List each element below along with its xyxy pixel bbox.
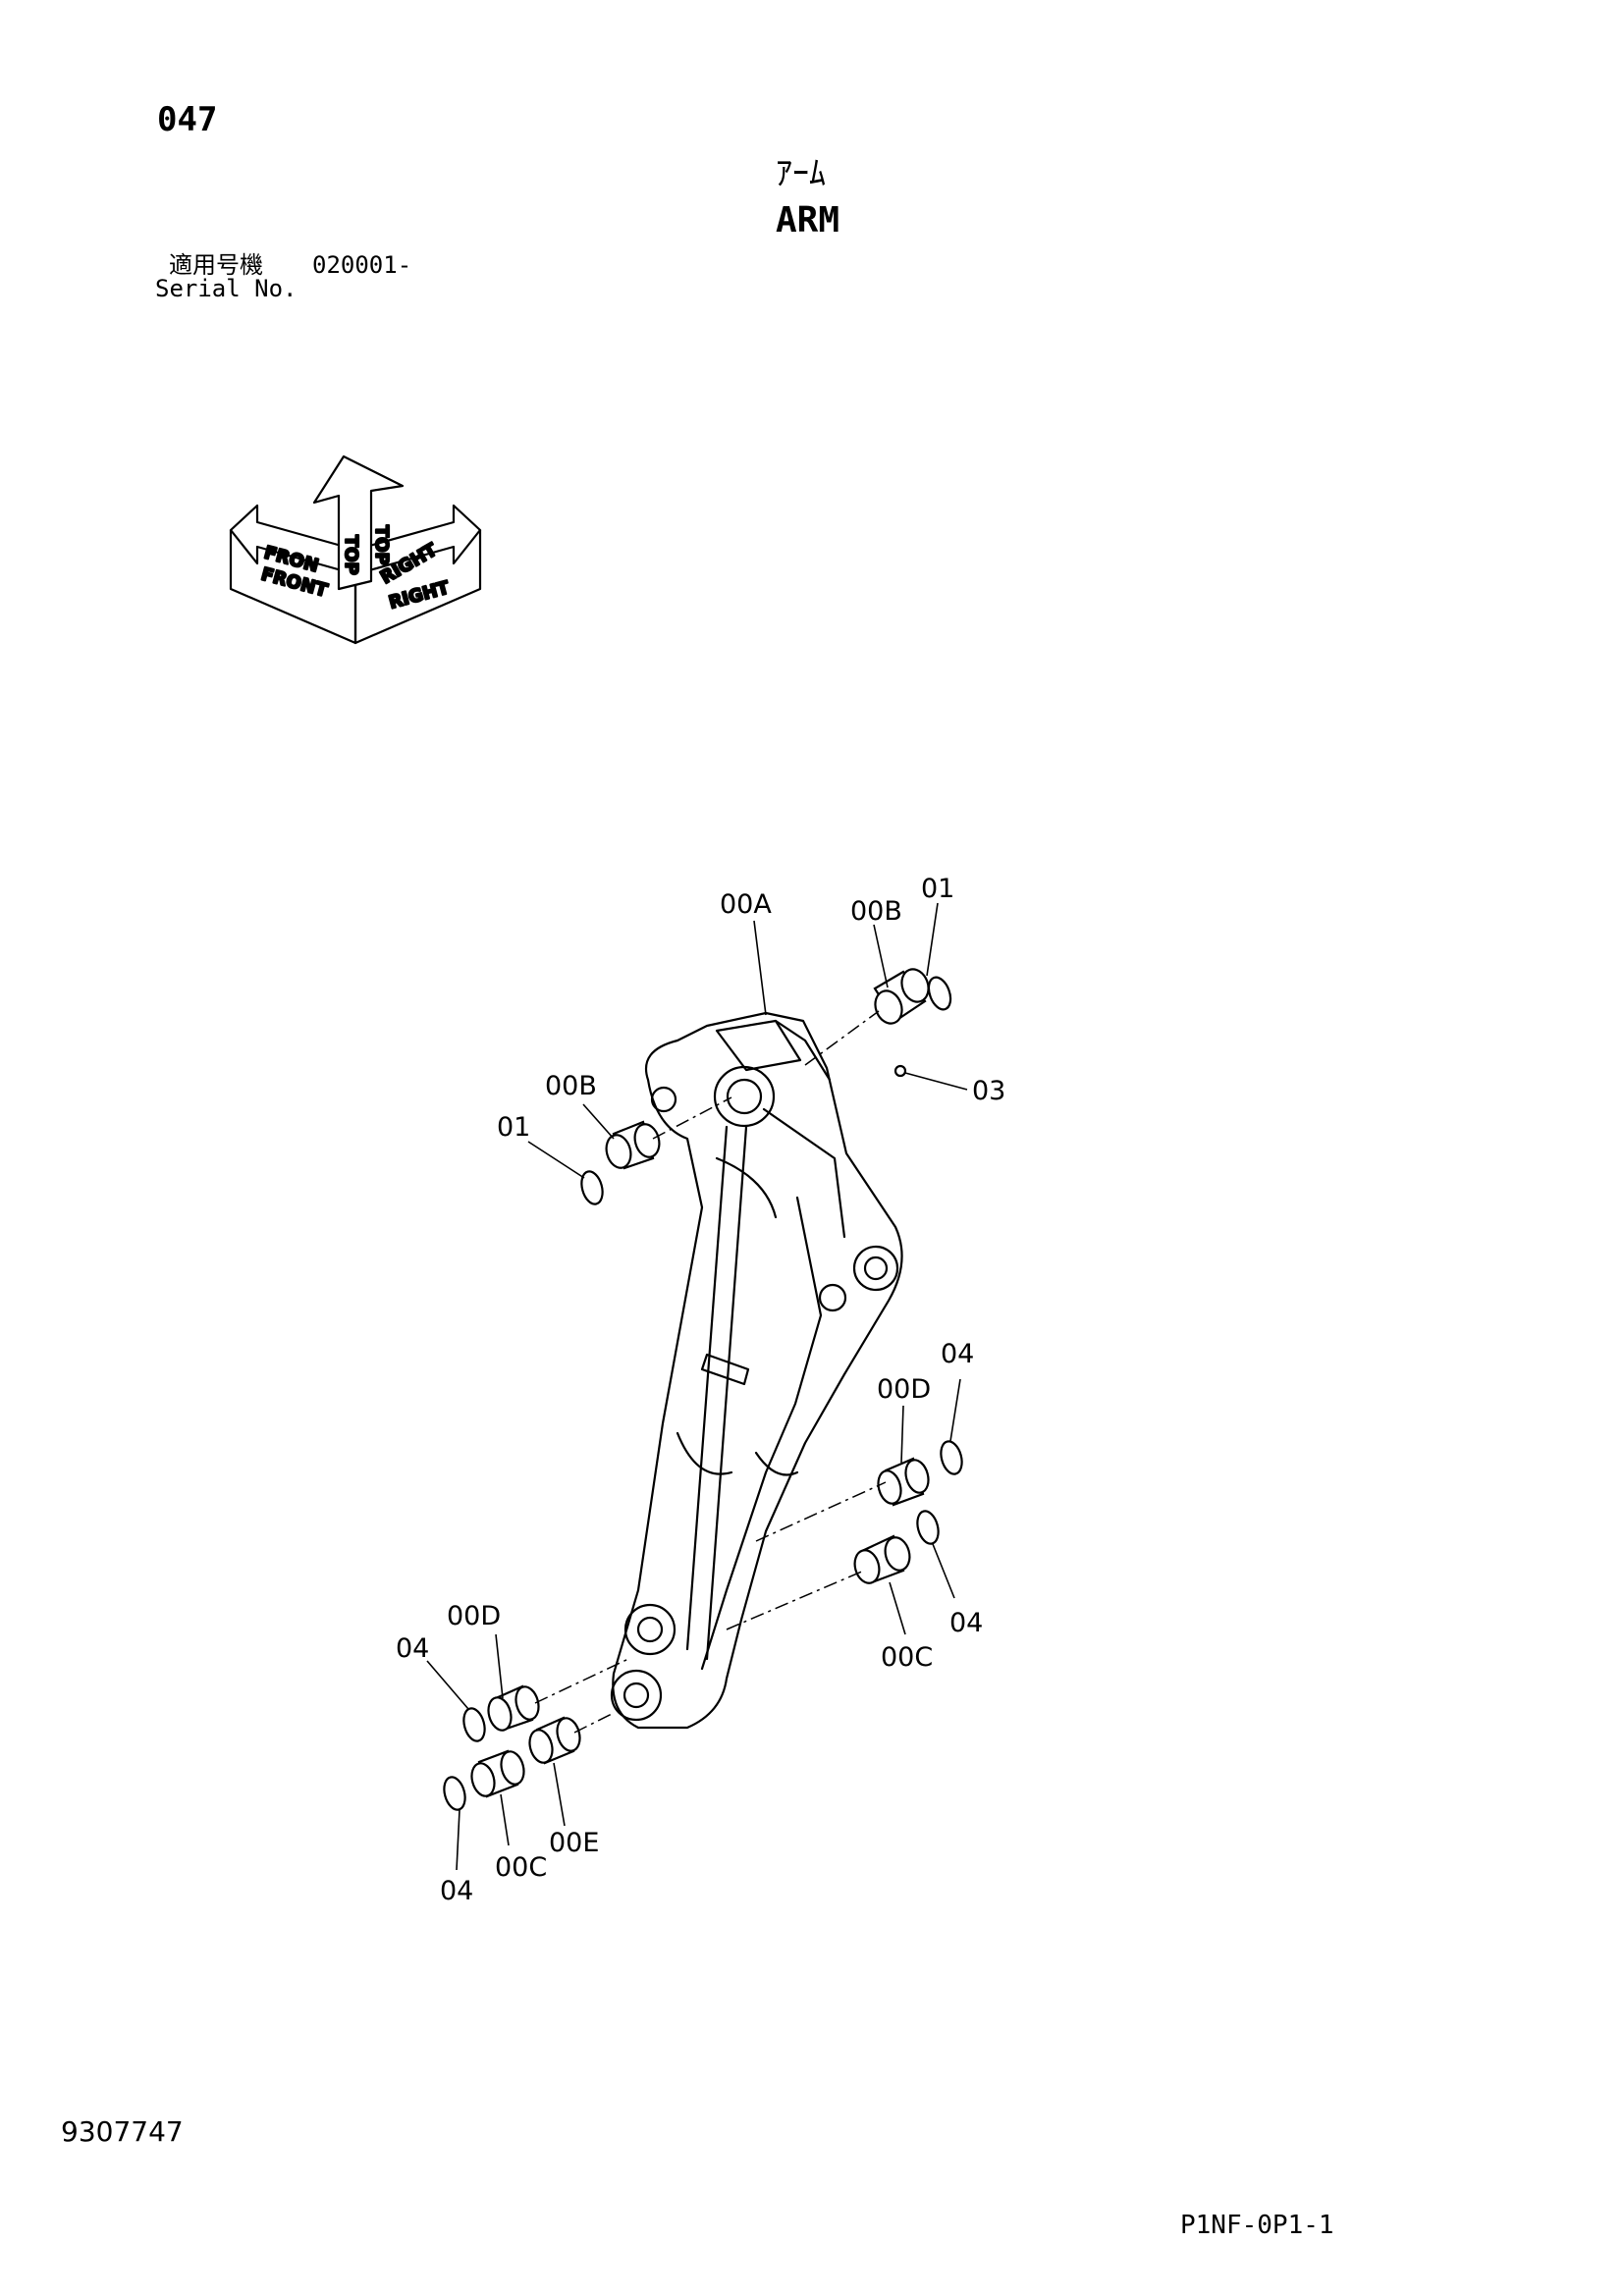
top-label-side: TOP — [371, 525, 392, 565]
bottom-pivot-lower-outer — [610, 1669, 663, 1722]
serial-label-japanese: 適用号機 — [169, 251, 263, 279]
bottom-pivot-lower-inner — [623, 1682, 650, 1709]
callout-00b-right: 00B — [850, 896, 902, 927]
arm-body — [610, 1011, 903, 1730]
ring-01-right — [927, 976, 952, 1011]
top-label: TOP — [341, 535, 361, 575]
serial-label-english: Serial No. — [155, 275, 298, 302]
bushing-00d-left — [487, 1684, 540, 1732]
top-arrow-icon — [312, 454, 405, 591]
top-pivot-bore-inner — [726, 1078, 763, 1115]
callout-00d-left: 00D — [447, 1601, 501, 1631]
drawing-code: P1NF-0P1-1 — [1180, 2211, 1334, 2240]
ring-04-right-top — [940, 1440, 963, 1475]
bushing-00e — [528, 1716, 581, 1765]
callout-00c-left: 00C — [495, 1852, 547, 1883]
bushing-00d-right — [877, 1457, 930, 1507]
callout-01-left: 01 — [497, 1112, 530, 1143]
bottom-pivot-upper-inner — [636, 1616, 664, 1643]
alignment-lines — [534, 1010, 887, 1734]
bushing-00c-right — [853, 1534, 911, 1584]
callout-04-left-bottom: 04 — [440, 1876, 473, 1906]
ring-04-left-top — [462, 1707, 486, 1742]
ring-04-left-bottom — [443, 1776, 466, 1811]
callout-04-right-top: 04 — [941, 1339, 974, 1369]
callout-03: 03 — [972, 1076, 1005, 1106]
bottom-pivot-upper-outer — [623, 1603, 677, 1656]
bushing-00b-right — [873, 968, 930, 1025]
callout-00b-left: 00B — [545, 1071, 597, 1101]
serial-number-range: 020001- — [312, 251, 412, 279]
ring-01-left — [580, 1170, 604, 1205]
ring-04-right-mid — [916, 1510, 940, 1545]
title-japanese: ｱｰﾑ — [776, 154, 826, 193]
top-pivot-small-hole — [650, 1086, 677, 1113]
callout-04-right-mid: 04 — [949, 1608, 983, 1638]
callout-04-left-top: 04 — [396, 1633, 429, 1664]
bushing-00c-left — [470, 1749, 525, 1798]
callout-00d-right: 00D — [877, 1374, 931, 1405]
callout-00c-right: 00C — [881, 1642, 933, 1673]
bushing-00b-left — [605, 1120, 661, 1170]
title-english: ARM — [776, 200, 840, 240]
callout-00a: 00A — [720, 889, 772, 920]
mid-pivot-small-hole — [818, 1283, 847, 1312]
mid-pivot-bore-inner — [863, 1255, 889, 1281]
page-number: 047 — [157, 100, 218, 139]
orientation-indicator: FRON FRONT TOP TOP RIGHT RIGHT — [229, 454, 482, 645]
callout-01-right: 01 — [921, 874, 954, 904]
leader-lines — [426, 902, 968, 1871]
document-id: 9307747 — [61, 2115, 184, 2148]
mid-pivot-bore-outer — [852, 1245, 899, 1292]
grease-fitting — [893, 1064, 907, 1078]
callout-00e: 00E — [549, 1828, 599, 1858]
